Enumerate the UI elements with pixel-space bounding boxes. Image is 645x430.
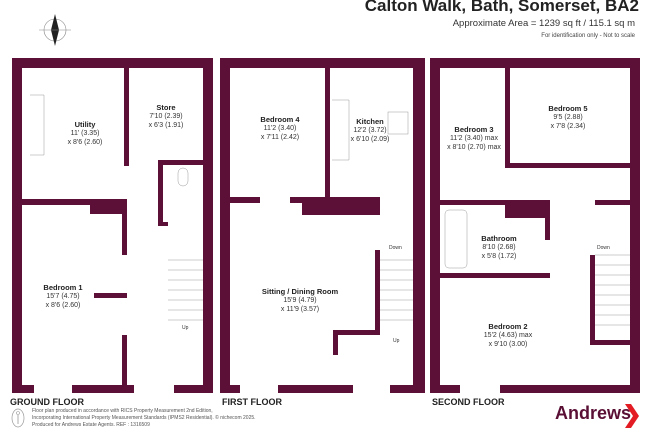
- stairs-down-label: Down: [389, 245, 402, 251]
- chevron-logo-icon: [625, 404, 639, 428]
- second-floor-label: SECOND FLOOR: [432, 397, 505, 407]
- andrews-logo: Andrews: [555, 403, 632, 423]
- scale-note: For identification only - Not to scale: [541, 33, 635, 39]
- compass-icon: [39, 14, 71, 46]
- approximate-area: Approximate Area = 1239 sq ft / 115.1 sq…: [452, 18, 635, 29]
- worktop-icon: [30, 94, 45, 156]
- stairs-up-label: Up: [393, 338, 400, 344]
- toilet-icon: [177, 167, 189, 187]
- stairs: [30, 94, 630, 326]
- stairs-down-label: Down: [597, 245, 610, 251]
- property-title: Calton Walk, Bath, Somerset, BA2: [364, 0, 639, 15]
- hob-icon: [387, 111, 409, 135]
- person-icon: [11, 408, 25, 428]
- first-floor-label: FIRST FLOOR: [222, 397, 282, 407]
- stairs-up-label: Up: [182, 325, 189, 331]
- ground-floor-label: GROUND FLOOR: [10, 397, 84, 407]
- kitchen-worktop-icon: [332, 99, 350, 161]
- walls: [12, 58, 640, 393]
- footer-disclaimer: Floor plan produced in accordance with R…: [32, 408, 256, 428]
- bath-icon: [444, 209, 468, 269]
